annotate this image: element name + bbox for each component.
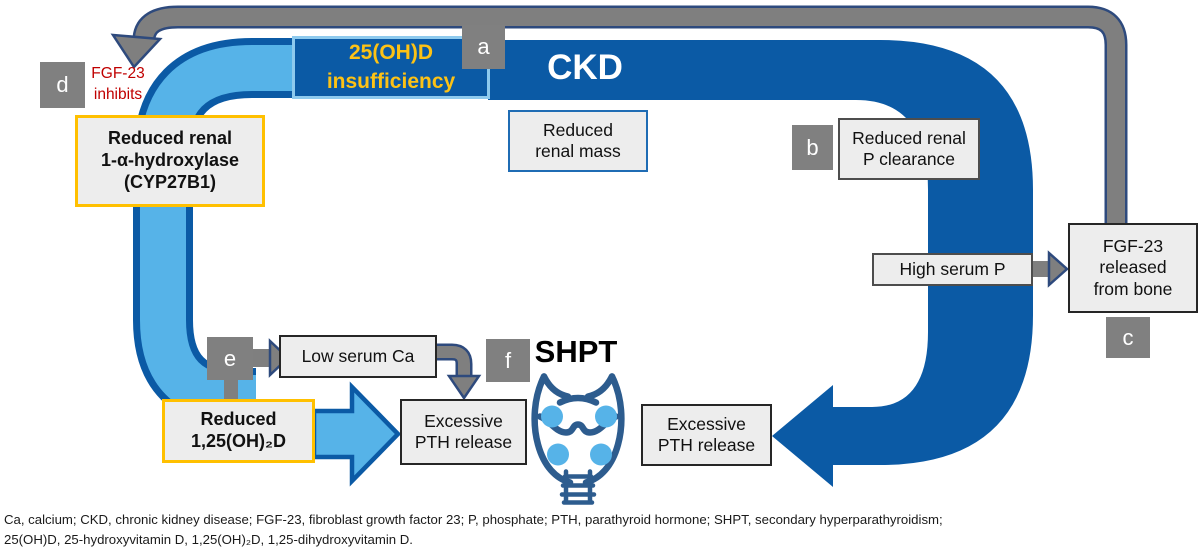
high-p-arrow-body [1033, 261, 1049, 277]
ckd-title: CKD [547, 48, 623, 87]
low-serum-ca-box: Low serum Ca [279, 335, 437, 378]
high-p-arrowhead-icon [1047, 250, 1069, 288]
footnote-line-1: Ca, calcium; CKD, chronic kidney disease… [4, 512, 943, 527]
step-e-arrow-body [252, 349, 270, 367]
reduced-renal-mass-box: Reduced renal mass [508, 110, 648, 172]
reduced-125ohd-box: Reduced 1,25(OH)₂D [162, 399, 315, 463]
step-badge-d: d [40, 62, 85, 108]
low-ca-elbow [437, 346, 470, 376]
parathyroid-gland-upper-left [541, 405, 563, 428]
parathyroid-gland-upper-right [595, 405, 617, 428]
thyroid-top-arc [556, 394, 600, 406]
step-badge-b: b [792, 125, 833, 170]
low-vitd-to-pth-arrow-icon [311, 381, 402, 487]
fgf23-released-box: FGF-23 released from bone [1068, 223, 1198, 313]
step-badge-e: e [207, 337, 253, 380]
reduced-p-clearance-box: Reduced renal P clearance [838, 118, 980, 180]
thyroid-right-lobe [582, 373, 625, 486]
fgf23-feedback-arrowhead-icon [110, 33, 163, 70]
parathyroid-gland-lower-right [590, 443, 612, 466]
abbreviations-footnote: Ca, calcium; CKD, chronic kidney disease… [4, 510, 1104, 550]
parathyroid-gland-lower-left [547, 443, 569, 466]
thyroid-isthmus [536, 413, 620, 436]
footnote-line-2: 25(OH)D, 25-hydroxyvitamin D, 1,25(OH)₂D… [4, 532, 413, 547]
thyroid-left-horn [540, 373, 572, 400]
shpt-title: SHPT [534, 334, 618, 369]
fgf23-inhibits-note: FGF-23 inhibits [91, 65, 145, 103]
step-badge-c: c [1106, 317, 1150, 358]
low-ca-arrowhead-icon [446, 374, 482, 401]
thyroid-parathyroid-icon [531, 373, 625, 505]
vitd-insufficiency-box: 25(OH)D insufficiency [292, 36, 490, 99]
cyp27b1-box: Reduced renal 1-α-hydroxylase (CYP27B1) [75, 115, 265, 207]
high-serum-p-box: High serum P [872, 253, 1033, 286]
step-badge-a: a [462, 25, 505, 69]
excessive-pth-left-box: Excessive PTH release [400, 399, 527, 465]
excessive-pth-right-box: Excessive PTH release [641, 404, 772, 466]
step-e-stub [224, 376, 238, 402]
step-badge-f: f [486, 339, 530, 382]
ckd-main-arrow [488, 40, 1033, 487]
thyroid-left-lobe [531, 373, 574, 486]
trachea-rings [559, 469, 597, 505]
thyroid-right-horn [584, 373, 616, 400]
fgf23-feedback-band [135, 8, 1125, 228]
